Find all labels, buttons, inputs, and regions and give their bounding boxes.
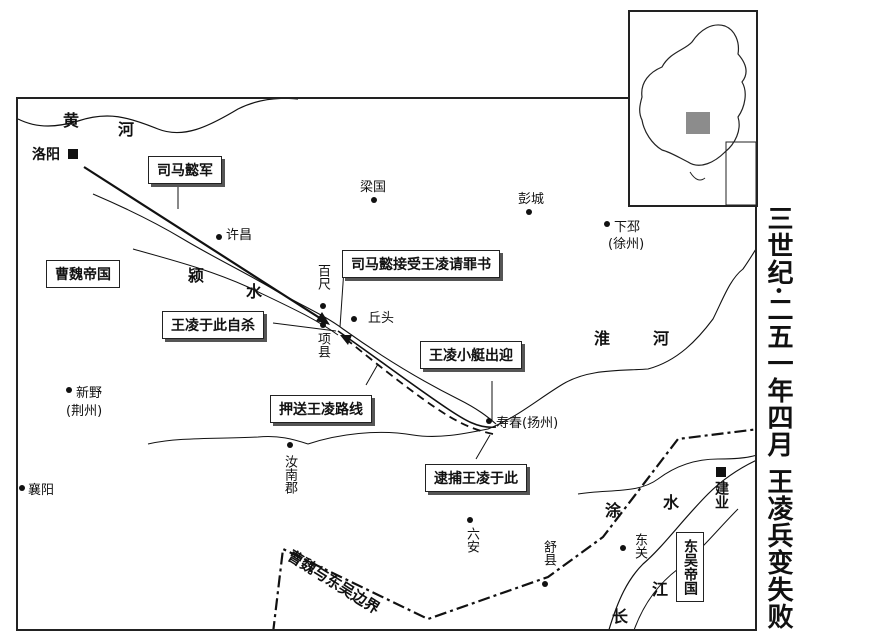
place-pengcheng: 彭城 [518,192,545,207]
city-dot-luan [467,517,473,523]
river-huai-2: 河 [653,329,670,348]
huai-river [307,249,755,445]
place-jianye: 建业 [713,481,729,509]
label-wangling-boat: 王凌小艇出迎 [420,341,522,369]
city-dot-xuchang [216,234,222,240]
capital-marker-luoyang [68,149,78,159]
place-liangguo: 梁国 [360,180,387,195]
capital-marker-jianye [716,467,726,477]
river-jiang-2: 江 [652,580,669,599]
place-luoyang: 洛阳 [32,147,60,163]
place-xiapi: 下邳 [614,220,641,235]
river-tu-1: 涂 [605,501,622,520]
china-outline [639,24,756,205]
wei-wu-border [272,428,755,629]
place-shouchun: 寿春(扬州) [496,416,559,431]
river-huang-2: 河 [118,120,135,139]
river-huang-1: 黄 [63,111,80,130]
river-huai-1: 淮 [594,329,611,348]
label-arrest: 逮捕王凌于此 [425,464,527,492]
place-xiangxian: 项县 [315,332,330,358]
label-wangling-suicide: 王凌于此自杀 [162,311,264,339]
city-dot-liangguo [371,197,377,203]
river-tu-2: 水 [663,493,680,512]
label-simayi-army: 司马懿军 [148,156,222,184]
place-dongguan: 东关 [632,533,647,559]
place-qiutou: 丘头 [368,311,395,326]
place-xinye-sub: (荆州) [66,404,103,419]
city-dot-xinye [66,387,72,393]
place-xuchang: 许昌 [226,228,253,243]
place-shuxian: 舒县 [541,540,556,566]
map-title: 三世纪·二五一年四月 王凌兵变失败 [763,205,793,631]
ying-river [92,193,497,425]
place-xinye: 新野 [76,386,103,401]
city-dot-qiutou [351,316,357,322]
escort-route [345,338,494,435]
city-dot-runan [287,442,293,448]
label-simayi-accept: 司马懿接受王凌请罪书 [342,250,500,278]
river-jiang-1: 长 [612,607,629,626]
state-wu: 东吴帝国 [676,532,704,602]
city-dot-pengcheng [526,209,532,215]
city-dot-shouchun [486,418,492,424]
river-ying-1: 颍 [188,266,205,285]
city-dot-dongguan [620,545,626,551]
place-luan: 六安 [464,527,479,553]
place-baichi: 百尺 [315,264,330,290]
map-lines [18,99,755,629]
place-runan: 汝南郡 [282,455,297,494]
yangtze-river [608,460,755,629]
city-dot-xiangyang [19,485,25,491]
river-ying-2: 水 [246,282,263,301]
place-xiangyang: 襄阳 [28,483,55,498]
yellow-river [18,99,298,134]
city-dot-baichi [320,303,326,309]
city-dot-xiapi [604,221,610,227]
simayi-route [83,166,327,323]
state-wei: 曹魏帝国 [46,260,120,288]
region-highlight [686,112,710,134]
place-xiapi-sub: (徐州) [608,237,645,252]
locator-inset-map [628,10,758,207]
city-dot-shuxian [542,581,548,587]
label-escort-route: 押送王凌路线 [270,395,372,423]
city-dot-xiangxian [320,322,326,328]
tu-river [577,454,755,495]
